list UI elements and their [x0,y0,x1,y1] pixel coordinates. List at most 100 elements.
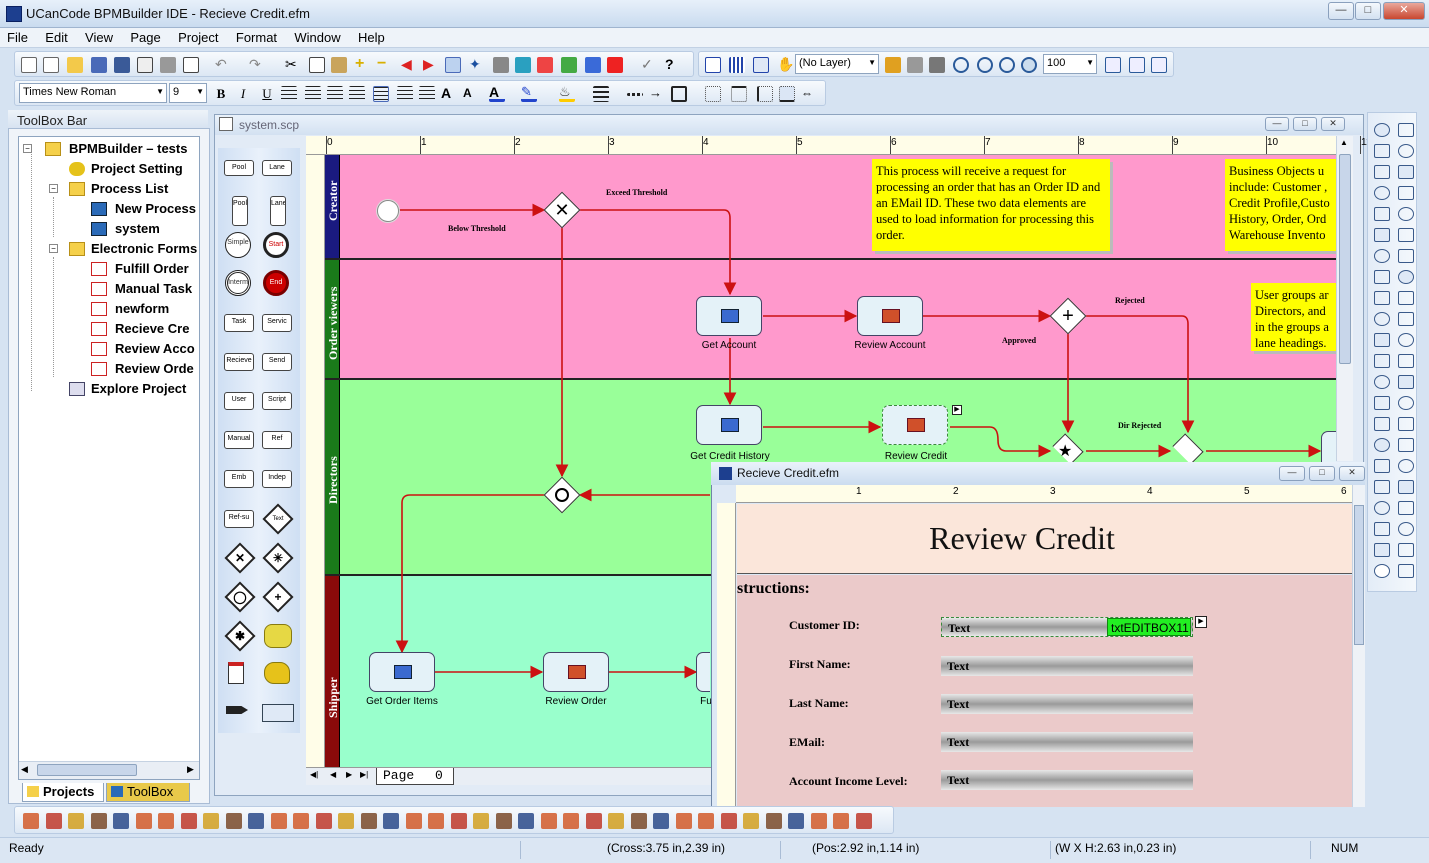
layout-tool-icon[interactable] [23,813,39,829]
spiral-tool-icon[interactable] [1398,228,1414,242]
zoom-out-icon[interactable] [953,57,969,73]
align-right-icon[interactable] [327,86,343,102]
hexagon-tool-icon[interactable] [1374,270,1390,284]
palette-group-icon[interactable] [264,624,292,648]
grid-green-icon[interactable] [561,57,577,73]
layout-tool-icon[interactable] [360,813,377,829]
bullets-icon[interactable] [419,86,435,102]
justify-icon[interactable] [349,86,365,102]
task-review-credit[interactable] [882,405,948,445]
line-style-icon[interactable] [627,93,643,96]
cross-line-tool-icon[interactable] [1398,186,1414,200]
check-icon[interactable]: ✓ [641,56,653,72]
layer-icon[interactable] [705,57,721,73]
palette-and-gateway[interactable]: + [262,581,294,613]
table-grid-tool-icon[interactable] [1398,543,1414,557]
input-last-name[interactable]: Text [941,694,1193,714]
border-icon[interactable] [671,86,687,102]
menu-view[interactable]: View [85,30,113,45]
line-select-tool-icon[interactable] [1374,144,1390,158]
layout-tool-icon[interactable] [833,813,849,829]
control-expand-icon[interactable]: ▶ [1195,616,1207,628]
palette-complex-gateway[interactable]: ✳ [262,542,294,574]
zoom-in-icon[interactable] [977,57,993,73]
new-page-icon[interactable] [43,57,59,73]
curve-tool-icon[interactable] [1374,207,1390,221]
pencil-tool-icon[interactable] [1398,354,1414,368]
menu-project[interactable]: Project [178,30,219,45]
layout-tool-icon[interactable] [225,813,242,829]
snap-grid-icon[interactable] [753,57,769,73]
palette-script-task[interactable]: Script [262,392,292,410]
palette-data-object-icon[interactable] [228,662,244,684]
palette-receive-task[interactable]: Recieve [224,353,254,371]
close-button[interactable]: ✕ [1383,2,1425,20]
layout-tool-icon[interactable] [743,813,759,829]
parallelogram-tool-icon[interactable] [1374,396,1390,410]
cloud-tool-icon[interactable] [1374,354,1390,368]
annotation-note-business-objects[interactable]: Business Objects u include: Customer , C… [1225,159,1336,251]
layout-tool-icon[interactable] [135,813,152,829]
menu-format[interactable]: Format [235,30,278,45]
palette-simple-event[interactable]: Simple [225,232,251,258]
palette-end-event[interactable]: End [263,270,289,296]
italic-icon[interactable]: I [240,86,246,101]
diagonal-tool-icon[interactable] [1398,291,1414,305]
callout-tool-icon[interactable] [1398,312,1414,326]
font-name-select[interactable]: Times New Roman▼ [19,83,167,103]
form-minimize-button[interactable]: — [1279,466,1305,481]
tab-toolbox[interactable]: ToolBox [106,783,190,802]
layout-tool-icon[interactable] [180,813,197,829]
layout-tool-icon[interactable] [203,813,219,829]
square-tool-icon[interactable] [1374,438,1390,452]
rounded-square-tool-icon[interactable] [1398,438,1414,452]
font-size-select[interactable]: 9▼ [169,83,207,103]
input-first-name[interactable]: Text [941,656,1193,676]
diagram-minimize-button[interactable]: — [1265,117,1289,131]
palette-rectangle-icon[interactable] [262,704,294,722]
fit-width-icon[interactable] [1129,57,1145,73]
page-prev-icon[interactable]: ◀ [330,770,337,779]
border-left-icon[interactable] [757,86,773,102]
tree-item-fulfill-order[interactable]: Fulfill Order [23,261,199,281]
page-last-icon[interactable]: ▶| [360,770,369,779]
input-email[interactable]: Text [941,732,1193,752]
help-icon[interactable]: ? [665,56,674,72]
palette-star-gateway[interactable]: ✱ [224,620,256,652]
palette-pool[interactable]: Pool [224,160,254,176]
layout-tool-icon[interactable] [158,813,174,829]
flag-tool-icon[interactable] [1398,375,1414,389]
column-chart-tool-icon[interactable] [1374,564,1390,578]
bold-icon[interactable]: B [216,86,226,101]
shrink-font-icon[interactable]: A [463,86,472,100]
zoom-select-icon[interactable] [1021,57,1037,73]
menu-file[interactable]: File [7,30,28,45]
tree-item-process-list[interactable]: − Process List [23,181,199,201]
layout-tool-icon[interactable] [293,813,309,829]
layout-tool-icon[interactable] [563,813,579,829]
arc-tool-icon[interactable] [1398,207,1414,221]
s-curve-tool-icon[interactable] [1374,480,1390,494]
page-first-icon[interactable]: ◀| [310,770,319,779]
grid-red-icon[interactable] [537,57,553,73]
annotation-note-user-groups[interactable]: User groups ar Directors, and in the gro… [1251,283,1336,351]
tree-item-explore-project[interactable]: Explore Project [23,381,199,401]
border-top-icon[interactable] [731,86,747,102]
grid-table-tool-icon[interactable] [1374,501,1390,515]
review-credit-expand-icon[interactable]: ▶ [952,405,962,415]
page-next-icon[interactable]: ▶ [346,770,353,779]
grow-font-icon[interactable]: A [441,85,452,101]
layout-tool-icon[interactable] [788,813,804,829]
collapse-icon[interactable]: − [49,244,58,253]
print-preview-icon[interactable] [137,57,153,73]
fit-page-icon[interactable] [1105,57,1121,73]
picture-tool-icon[interactable] [1374,543,1390,557]
layout-tool-icon[interactable] [810,813,827,829]
node-edit-tool-icon[interactable] [1398,144,1414,158]
palette-service-task[interactable]: Servic [262,314,292,332]
lane-creator[interactable]: Creator [325,155,1336,260]
vertical-line-tool-icon[interactable] [1374,291,1390,305]
layout-tool-icon[interactable] [68,813,84,829]
layer-props-icon[interactable] [907,57,923,73]
diagram-maximize-button[interactable]: □ [1293,117,1317,131]
